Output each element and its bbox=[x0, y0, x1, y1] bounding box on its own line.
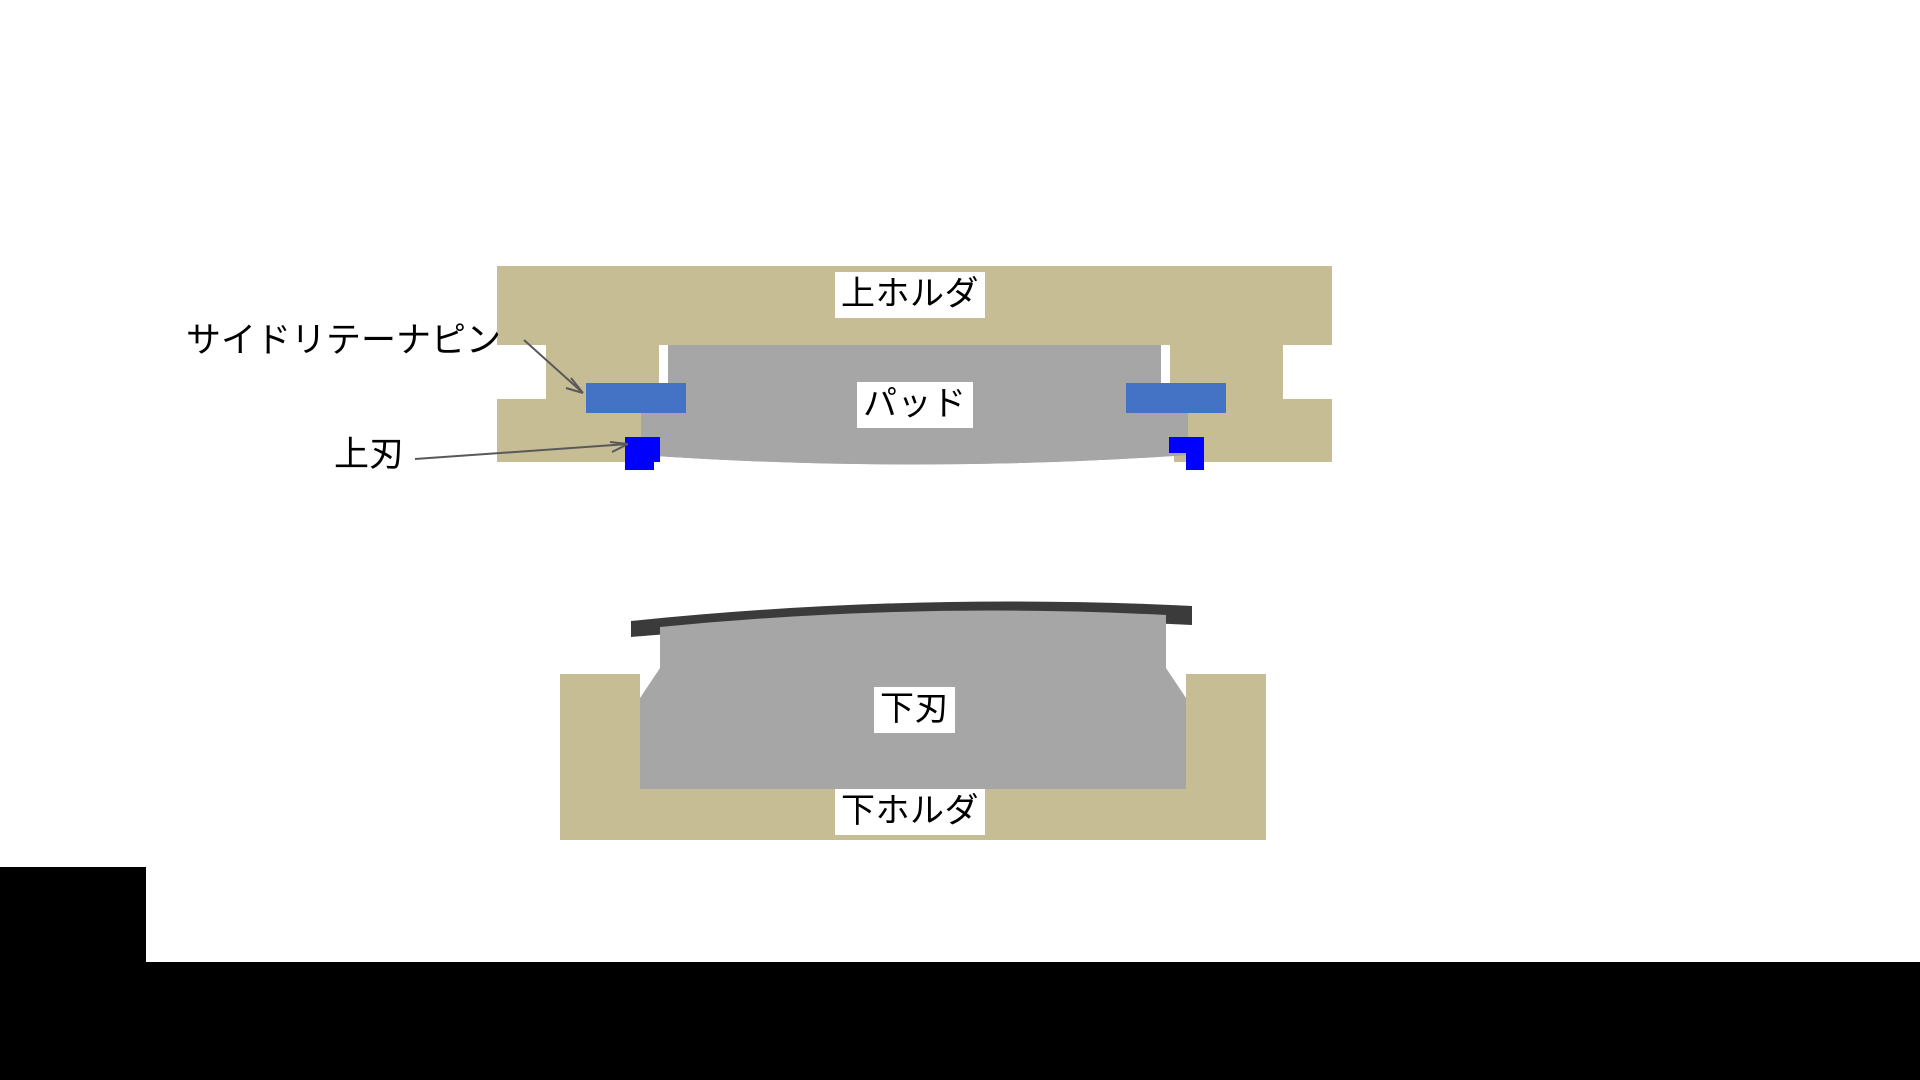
label-upper-holder: 上ホルダ bbox=[835, 272, 985, 319]
bottom-left-black-block bbox=[0, 867, 146, 967]
leader-line-side-retainer-pin bbox=[523, 339, 584, 394]
leader-line-upper-blade bbox=[414, 441, 629, 460]
upper-blade-left-step bbox=[625, 437, 660, 470]
label-upper-blade: 上刃 bbox=[334, 435, 405, 475]
label-side-retainer-pin: サイドリテーナピン bbox=[186, 321, 502, 361]
label-lower-holder: 下ホルダ bbox=[835, 789, 985, 836]
side-retainer-pin-right bbox=[1126, 383, 1226, 413]
bottom-black-bar bbox=[0, 962, 1920, 1080]
side-retainer-pin-left bbox=[586, 383, 686, 413]
upper-blade-right-step bbox=[1169, 437, 1204, 470]
label-pad: パッド bbox=[857, 382, 973, 429]
label-lower-blade: 下刃 bbox=[874, 687, 955, 734]
